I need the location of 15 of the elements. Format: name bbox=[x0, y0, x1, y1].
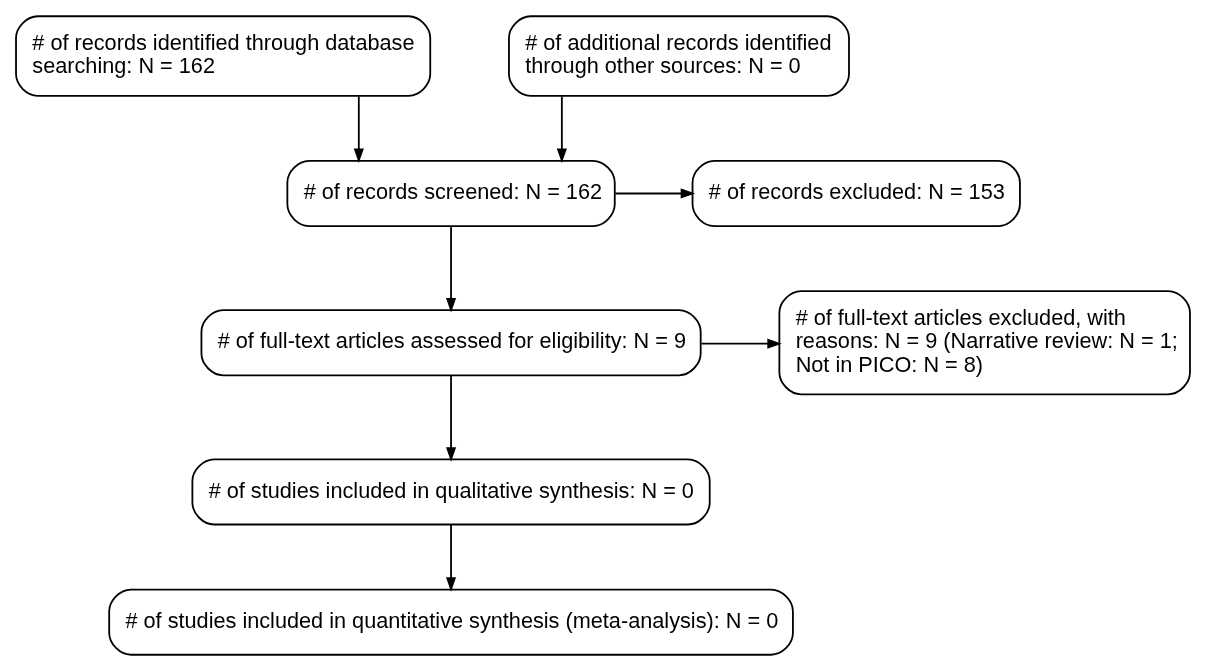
node-box: # of additional records identified through other sources: N = 0 bbox=[508, 14, 850, 97]
arrow bbox=[446, 225, 457, 312]
arrow bbox=[446, 523, 457, 592]
arrow bbox=[353, 95, 364, 163]
node-box: # of studies included in qualitative synthesis: N = 0 bbox=[191, 458, 711, 525]
node-box: # of studies included in quantitative synthesis (meta-analysis): N = 0 bbox=[108, 588, 794, 656]
node-box: # of records identified through database searching: N = 162 bbox=[15, 14, 432, 97]
arrow bbox=[556, 95, 567, 163]
node-box: # of full-text articles assessed for eligibility: N = 9 bbox=[200, 308, 702, 376]
node-box: # of records excluded: N = 153 bbox=[691, 159, 1021, 227]
arrow bbox=[446, 374, 457, 462]
node-box: # of records screened: N = 162 bbox=[286, 159, 616, 227]
node-box: # of full-text articles excluded, with reasons: N = 9 (Narrative review: N = 1; Not in PICO: N = 8) bbox=[778, 289, 1191, 395]
arrow bbox=[700, 338, 782, 349]
arrow bbox=[614, 187, 696, 199]
